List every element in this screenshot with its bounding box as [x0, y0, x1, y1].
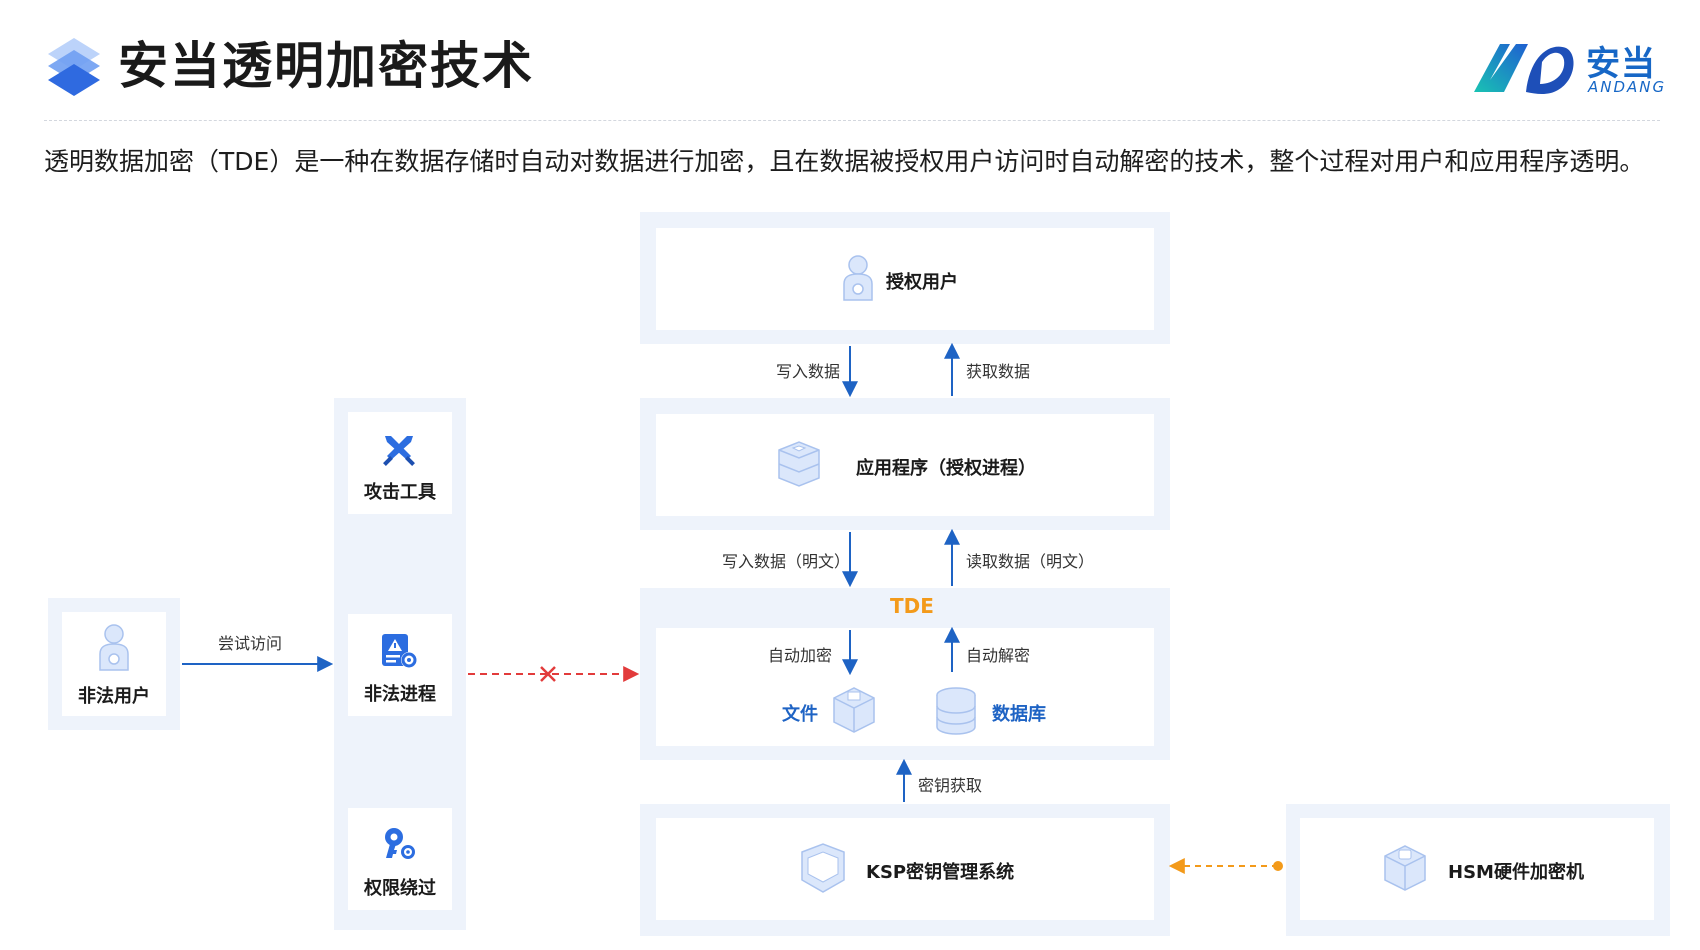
- attack-tool-card: [348, 412, 452, 514]
- authorized-user-card: [656, 228, 1154, 330]
- warning-doc-icon: [380, 632, 418, 670]
- header-divider: [44, 120, 1660, 121]
- andang-logo-icon: [1474, 44, 1574, 94]
- hsm-link-dot: [1273, 861, 1283, 871]
- hsm-label: HSM硬件加密机: [1448, 862, 1584, 883]
- privilege-bypass-card: [348, 808, 452, 910]
- hsm-cube-icon: [1382, 842, 1428, 894]
- key-fetch-label: 密钥获取: [918, 776, 983, 795]
- application-card: [656, 414, 1154, 516]
- illegal-user-label: 非法用户: [78, 686, 150, 707]
- privilege-bypass-label: 权限绕过: [364, 878, 436, 899]
- key-gear-icon: [382, 826, 418, 862]
- authorized-user-label: 授权用户: [886, 272, 958, 293]
- auto-decrypt-label: 自动解密: [966, 646, 1031, 665]
- brand-logo: 安当 ANDANG: [1470, 32, 1670, 102]
- logo-cn-text: 安当: [1586, 44, 1656, 84]
- user-icon: [840, 254, 876, 304]
- intro-text: 透明数据加密（TDE）是一种在数据存储时自动对数据进行加密，且在数据被授权用户访…: [44, 147, 1645, 176]
- ksp-label: KSP密钥管理系统: [866, 862, 1015, 883]
- file-label: 文件: [782, 704, 818, 725]
- server-box-icon: [776, 440, 822, 488]
- read-plain-label: 读取数据（明文）: [966, 552, 1095, 571]
- blocked-x-icon: [540, 666, 556, 682]
- attack-tool-label: 攻击工具: [364, 482, 436, 503]
- try-access-label: 尝试访问: [218, 634, 283, 653]
- ksp-card: [656, 818, 1154, 920]
- application-label: 应用程序（授权进程）: [856, 458, 1036, 479]
- write-plain-label: 写入数据（明文）: [722, 552, 851, 571]
- crossed-swords-icon: [381, 432, 417, 468]
- database-icon: [934, 686, 978, 736]
- tde-label: TDE: [890, 594, 934, 618]
- get-data-label: 获取数据: [966, 362, 1031, 381]
- database-label: 数据库: [992, 704, 1046, 725]
- write-data-label: 写入数据: [776, 362, 841, 381]
- hsm-card: [1300, 818, 1654, 920]
- layers-icon: [44, 34, 104, 102]
- page-title: 安当透明加密技术: [118, 37, 534, 95]
- tde-card: [656, 628, 1154, 746]
- auto-encrypt-label: 自动加密: [768, 646, 833, 665]
- illegal-process-label: 非法进程: [364, 684, 436, 705]
- ksp-shield-icon: [798, 842, 848, 894]
- file-cube-icon: [830, 684, 878, 736]
- user-icon: [96, 622, 132, 674]
- logo-en-text: ANDANG: [1588, 78, 1667, 96]
